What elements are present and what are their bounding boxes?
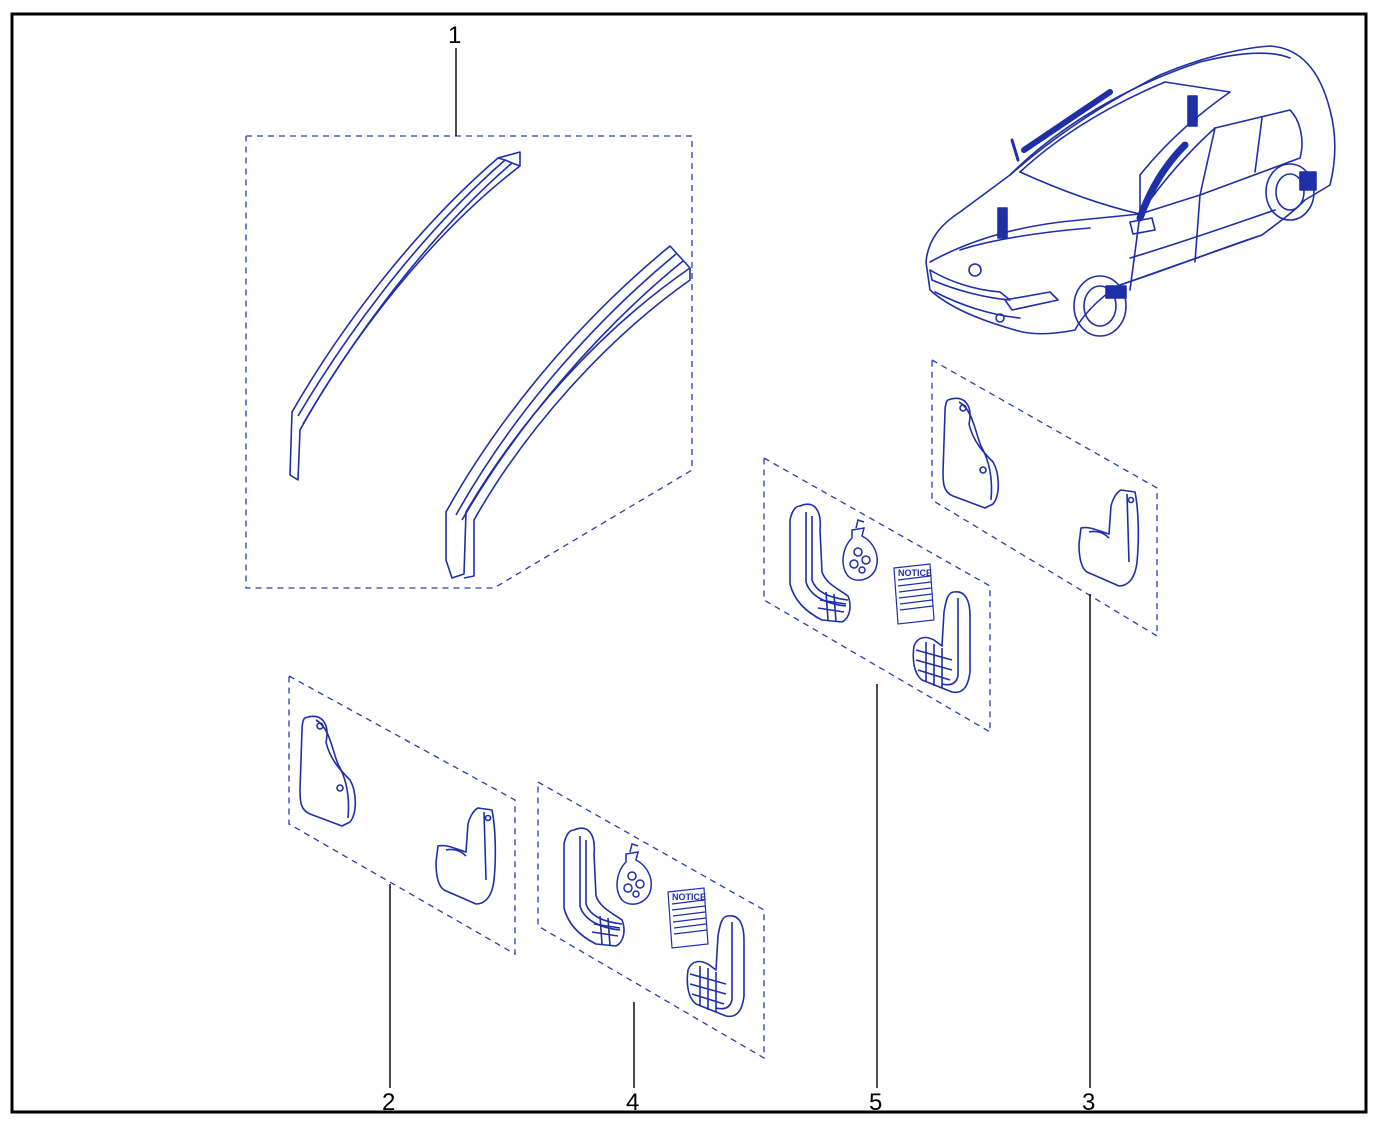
group-2-mud-flaps-rear: 2 — [288, 675, 516, 1116]
callout-label-2: 2 — [382, 1089, 395, 1116]
notice-label: NOTICE — [672, 892, 706, 902]
mudflap-icon — [1078, 489, 1140, 587]
mudflap-icon — [563, 827, 625, 947]
outer-frame — [10, 12, 1368, 1114]
mudflap-icon — [942, 397, 1000, 509]
fastener-bag-icon — [616, 843, 652, 905]
notice-booklet-icon: NOTICE — [667, 887, 709, 949]
notice-label: NOTICE — [898, 568, 932, 578]
group-1-window-deflectors: 1 — [245, 22, 693, 589]
dashed-box-2 — [288, 675, 516, 956]
car-icon — [925, 45, 1336, 337]
callout-label-4: 4 — [626, 1089, 639, 1116]
group-5-mud-flaps-front-kit: NOTICE 5 — [763, 457, 991, 1116]
dashed-box-4 — [537, 781, 765, 1060]
mudflap-icon — [299, 715, 357, 827]
deflector-icon — [445, 245, 691, 579]
callout-label-3: 3 — [1082, 1089, 1095, 1116]
callout-label-1: 1 — [448, 22, 461, 49]
mudflap-icon — [789, 503, 851, 623]
deflector-icon — [289, 151, 521, 481]
mudflap-icon — [435, 807, 497, 905]
dashed-box-1 — [245, 135, 693, 589]
notice-booklet-icon: NOTICE — [893, 563, 935, 625]
dashed-box-3 — [931, 359, 1158, 638]
group-3-mud-flaps-front: 3 — [931, 359, 1158, 1116]
group-4-mud-flaps-rear-kit: NOTICE 4 — [537, 781, 765, 1116]
callout-label-5: 5 — [869, 1089, 882, 1116]
fastener-bag-icon — [842, 519, 878, 581]
